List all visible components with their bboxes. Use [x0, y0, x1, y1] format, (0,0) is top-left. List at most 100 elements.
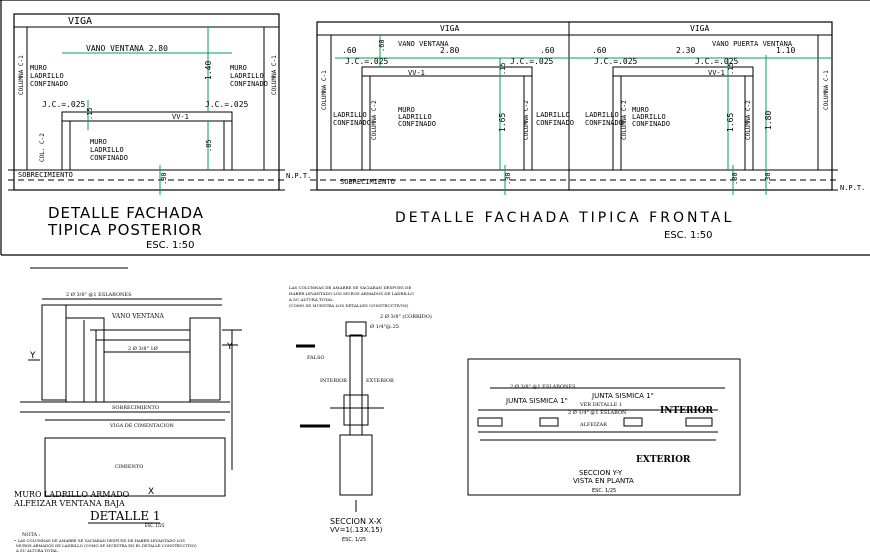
- posterior-dim-30: .30: [160, 172, 168, 185]
- posterior-vv-label: VV-1: [172, 113, 189, 121]
- xx-note-2: HABER LEVANTADO LOS MUROS ARMADOS DE LAD…: [289, 291, 414, 296]
- posterior-muro-center: MURO LADRILLO CONFINADO: [90, 138, 128, 162]
- yy-interior: INTERIOR: [660, 406, 714, 416]
- frontal-dim-15a: .15: [499, 62, 507, 75]
- svg-text:LADRILLO: LADRILLO: [333, 111, 367, 119]
- svg-text:CONFINADO: CONFINADO: [536, 119, 574, 127]
- frontal-viga-1: VIGA: [440, 24, 459, 33]
- nota-title: NOTA :: [22, 532, 41, 538]
- svg-text:LADRILLO: LADRILLO: [230, 72, 264, 80]
- detalle1-y-right: Y: [226, 342, 233, 352]
- detalle1-y-left: Y: [29, 351, 36, 361]
- xx-armado: 2 Ø 3/8" (CORRIDO): [380, 313, 432, 320]
- npt-label-2: N.P.T.: [840, 184, 865, 192]
- frontal-ladrillo-4: LADRILLO CONFINADO: [585, 111, 623, 127]
- frontal-col-c1-right: COLUMNA C-1: [823, 70, 830, 110]
- fachada-posterior-elevation: [8, 13, 285, 195]
- npt-label-1: N.P.T.: [286, 172, 311, 180]
- frontal-ladrillo-5: MURO LADRILLO CONFINADO: [632, 106, 670, 128]
- detalle1-scale: ESC. 1/25: [145, 523, 165, 528]
- frontal-ladrillo-2: MURO LADRILLO CONFINADO: [398, 106, 436, 128]
- xx-note-4: (COMO SE MUESTRA LOS DETALLES CONSTRUCTI…: [289, 303, 409, 308]
- frontal-dim-165a: 1.65: [498, 113, 507, 132]
- svg-text:CONFINADO: CONFINADO: [90, 154, 128, 162]
- yy-arm: 2 Ø 1/4" @1 ESLABON: [568, 409, 627, 416]
- frontal-dim-30c: .30: [764, 172, 772, 185]
- frontal-dim-165b: 1.65: [726, 113, 735, 132]
- posterior-dim-85: .85: [205, 139, 213, 152]
- yy-eslab: 2 Ø 3/8" @1 ESLABONES: [510, 383, 576, 390]
- frontal-vano-ventana: VANO VENTANA: [398, 40, 449, 48]
- svg-text:CONFINADO: CONFINADO: [585, 119, 623, 127]
- svg-text:CONFINADO: CONFINADO: [333, 119, 371, 127]
- svg-text:MURO: MURO: [230, 64, 247, 72]
- posterior-jc-right: J.C.=.025: [205, 100, 249, 109]
- frontal-col-c2-a: COLUMNA C-2: [371, 100, 378, 140]
- frontal-col-c2-c: COLUMNA C-2: [621, 100, 628, 140]
- detalle1-alfeizar: ALFEIZAR VENTANA BAJA: [13, 499, 125, 508]
- frontal-jc-2: J.C.=.025: [510, 57, 554, 66]
- frontal-scale: ESC. 1:50: [664, 230, 712, 241]
- detalle1-cimiento: CIMIENTO: [115, 464, 143, 470]
- xx-note-1: LAS COLUMNAS DE AMARRE SE VACIARAN DESPU…: [289, 285, 411, 290]
- posterior-title-line1: DETALLE FACHADA: [48, 204, 204, 222]
- svg-text:CONFINADO: CONFINADO: [632, 120, 670, 128]
- detalle1-viga: VIGA DE CIMENTACION: [109, 423, 175, 429]
- posterior-jc-left: J.C.=.025: [42, 100, 86, 109]
- frontal-vv-1: VV-1: [408, 69, 425, 77]
- detalle1-muro: MURO LADRILLO ARMADO: [14, 490, 130, 499]
- frontal-dim-60b: .60: [540, 46, 555, 55]
- posterior-col-left: COLUMNA C-1: [18, 55, 25, 95]
- xx-vv: VV=1(.13X.15): [330, 526, 383, 534]
- frontal-dim-15b: .15: [727, 62, 735, 75]
- svg-text:LADRILLO: LADRILLO: [536, 111, 570, 119]
- xx-label-b: INTERIOR: [320, 378, 347, 384]
- svg-text:LADRILLO: LADRILLO: [30, 72, 64, 80]
- frontal-jc-4: J.C.=.025: [695, 57, 739, 66]
- posterior-col-c2: COL. C-2: [39, 133, 46, 162]
- posterior-dim-140: 1.40: [204, 61, 213, 80]
- detalle1-x: X: [148, 487, 154, 497]
- svg-text:LADRILLO: LADRILLO: [90, 146, 124, 154]
- yy-exterior: EXTERIOR: [636, 455, 691, 465]
- posterior-sobrecimiento: SOBRECIMIENTO: [18, 171, 73, 179]
- detalle-1-drawing: [20, 267, 242, 497]
- fachada-frontal-elevation: [310, 21, 838, 195]
- seccion-xx-drawing: [296, 321, 384, 512]
- posterior-vano-label: VANO VENTANA 2.80: [86, 44, 168, 53]
- frontal-dim-60a: .60: [342, 46, 357, 55]
- top-panel: [0, 0, 870, 256]
- nota-line-3: A SU ALTURA TOTAL.: [15, 548, 59, 553]
- svg-text:LADRILLO: LADRILLO: [398, 113, 432, 121]
- xx-label-a: FALSO: [307, 355, 325, 361]
- svg-text:CONFINADO: CONFINADO: [230, 80, 268, 88]
- frontal-ladrillo-1: LADRILLO CONFINADO: [333, 111, 371, 127]
- frontal-title: DETALLE FACHADA TIPICA FRONTAL: [395, 210, 734, 226]
- frontal-dim-60c: .60: [592, 46, 607, 55]
- posterior-muro-left: MURO LADRILLO CONFINADO: [30, 64, 68, 88]
- yy-ver: VER DETALLE 1: [579, 402, 622, 408]
- frontal-dim-180: 1.80: [764, 111, 773, 130]
- svg-text:MURO: MURO: [398, 106, 415, 114]
- yy-scale: ESC. 1/25: [592, 488, 616, 494]
- svg-text:CONFINADO: CONFINADO: [398, 120, 436, 128]
- svg-text:MURO: MURO: [30, 64, 47, 72]
- detalle1-arm: 2 Ø 3/8" 1Ø: [128, 345, 158, 352]
- xx-scale: ESC. 1/25: [342, 537, 366, 543]
- frontal-col-c1-left: COLUMNA C-1: [321, 70, 328, 110]
- frontal-viga-2: VIGA: [690, 24, 709, 33]
- nota-line-1: • LAS COLUMNAS DE AMARRE SE VACIARAN DES…: [14, 538, 185, 543]
- posterior-dim-15: .15: [86, 107, 94, 120]
- xx-estribo: Ø 1/4"@.25: [370, 323, 399, 330]
- detalle1-title: DETALLE 1: [90, 509, 161, 523]
- frontal-vv-2: VV-1: [708, 69, 725, 77]
- posterior-title-line2: TIPICA POSTERIOR: [47, 221, 203, 239]
- yy-junta-1: JUNTA SISMICA 1": [505, 397, 568, 405]
- frontal-ladrillo-3: LADRILLO CONFINADO: [536, 111, 574, 127]
- seccion-yy-drawing: [467, 358, 741, 496]
- yy-junta-2: JUNTA SISMICA 1": [591, 392, 654, 400]
- frontal-jc-1: J.C.=.025: [345, 57, 389, 66]
- svg-text:LADRILLO: LADRILLO: [632, 113, 666, 121]
- frontal-col-c2-d: COLUMNA C-2: [745, 100, 752, 140]
